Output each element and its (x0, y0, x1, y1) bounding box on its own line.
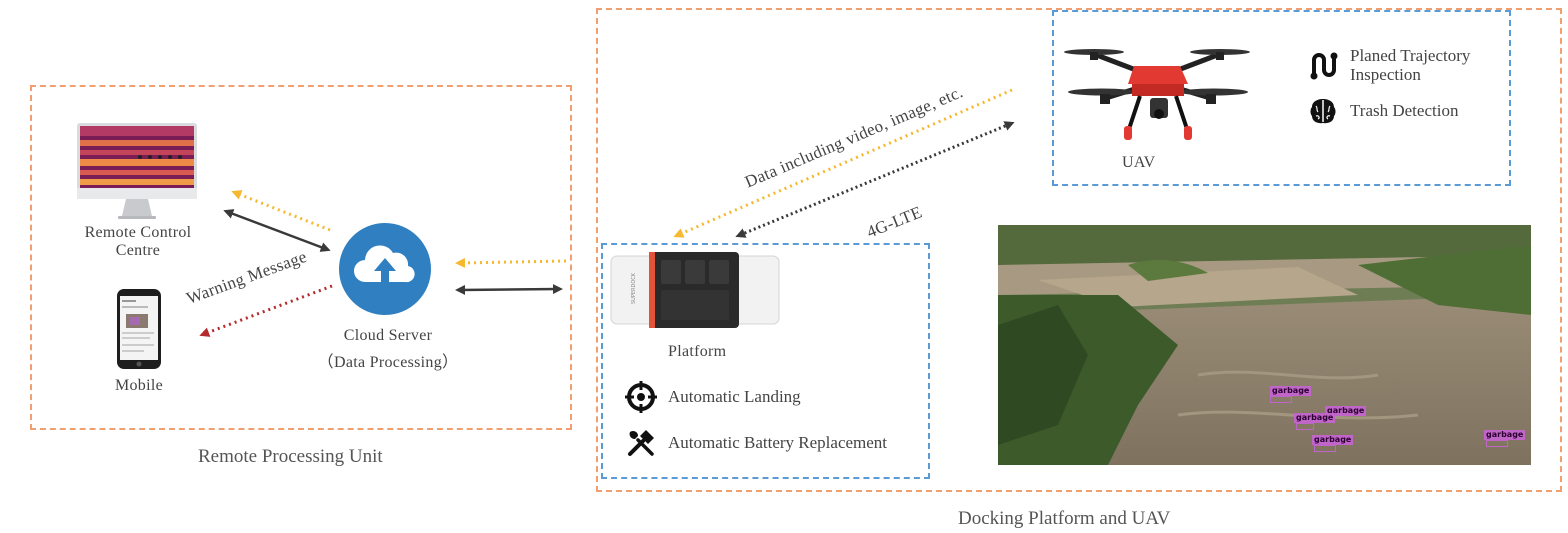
cloud-server-icon (338, 222, 432, 316)
mobile-label: Mobile (114, 377, 164, 394)
lte-link-uav-platform (735, 121, 1015, 238)
detection-tag: garbage (1294, 413, 1336, 423)
automatic-battery-replacement-label: Automatic Battery Replacement (668, 433, 888, 452)
feature-trash-detection: Trash Detection (1306, 94, 1458, 128)
docking-uav-frame (596, 8, 1562, 492)
detection-box (1296, 423, 1314, 430)
remote-processing-frame (30, 85, 572, 430)
detection-tag: garbage (1312, 435, 1354, 445)
data-arrow-uav-to-platform (673, 88, 1013, 238)
detection-tag: garbage (1325, 406, 1367, 416)
feature-automatic-landing: Automatic Landing (624, 380, 801, 414)
uav-frame (1052, 10, 1511, 186)
trajectory-icon (1306, 48, 1340, 82)
planed-trajectory-label-line1: Planed Trajectory (1350, 46, 1471, 65)
mobile-phone (116, 288, 162, 370)
feature-planed-trajectory: Planed Trajectory Inspection (1306, 46, 1470, 84)
detection-tag: garbage (1270, 386, 1312, 396)
trash-detection-label: Trash Detection (1350, 101, 1459, 120)
tools-icon (624, 426, 658, 460)
docking-uav-caption: Docking Platform and UAV (958, 508, 1171, 529)
detection-tag: garbage (1484, 430, 1526, 440)
crosshair-icon (624, 380, 658, 414)
trash-detection-photo: garbage garbage garbage garbage garbage (998, 225, 1531, 465)
planed-trajectory-label-line2: Inspection (1350, 65, 1421, 84)
platform-label: Platform (668, 343, 727, 360)
remote-control-centre-label: Remote Control Centre (84, 224, 192, 259)
uav-drone-image (1062, 40, 1252, 146)
data-arrow-to-cloud (455, 257, 567, 268)
remote-processing-caption: Remote Processing Unit (198, 446, 383, 467)
feature-automatic-battery-replacement: Automatic Battery Replacement (624, 426, 887, 460)
brain-icon (1306, 94, 1340, 128)
link-docking-cloud (455, 284, 563, 295)
link-remote-control-cloud (223, 209, 331, 252)
detection-box (1486, 440, 1508, 447)
platform-brand-text: SUPERDOCK (631, 272, 637, 304)
detection-box (1314, 445, 1336, 452)
platform-frame (601, 243, 930, 479)
data-arrow-to-remote-control (231, 190, 331, 232)
cloud-server-label: Cloud Server （Data Processing） (317, 327, 459, 371)
remote-control-centre-monitor (76, 122, 198, 222)
uav-label: UAV (1122, 154, 1156, 171)
detection-box (1270, 396, 1292, 403)
automatic-landing-label: Automatic Landing (668, 387, 801, 406)
docking-platform-image: SUPERDOCK (609, 250, 781, 330)
